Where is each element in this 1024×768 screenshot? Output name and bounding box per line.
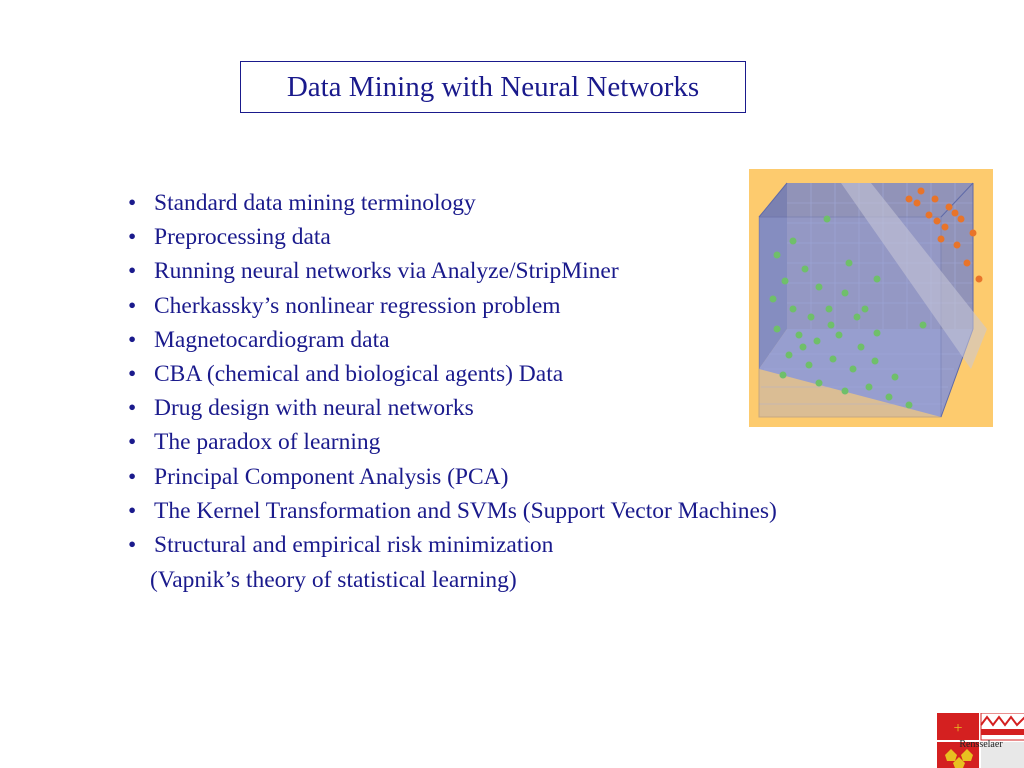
bullet-item: • Running neural networks via Analyze/Str… [128,254,948,288]
separating-plane [841,183,987,369]
bullet-marker: • [128,429,137,456]
cube-left-face [759,183,787,369]
bullet-list: • Standard data mining terminology • Prepr… [128,186,948,562]
bullet-text: The paradox of learning [154,429,381,456]
svg-text:+: + [953,720,962,737]
bullet-item: • Drug design with neural networks [128,391,948,425]
bullet-marker: • [128,258,137,285]
bullet-text: Cherkassky’s nonlinear regression proble… [154,292,561,319]
bullet-text: The Kernel Transformation and SVMs (Supp… [154,497,777,524]
bullet-text: Standard data mining terminology [154,190,476,216]
rensselaer-logo: + Rensselaer [937,713,1024,768]
bullet-text: Magnetocardiogram data [154,326,390,353]
class-a-points [769,215,927,409]
bullet-marker: • [128,292,137,319]
bullet-marker: • [128,497,137,524]
logo-text: Rensselaer [959,739,1003,750]
class-b-points [905,187,983,283]
bullet-marker: • [128,532,137,559]
bullet-continuation: (Vapnik’s theory of statistical learning… [150,567,517,593]
crown-icon [945,749,973,768]
bullet-marker: • [128,190,137,216]
bullet-item: • Standard data mining terminology [128,186,948,220]
bullet-text: Drug design with neural networks [154,395,474,422]
slide-title-box: Data Mining with Neural Networks [240,61,746,113]
slide-title: Data Mining with Neural Networks [286,70,700,103]
bullet-item: • The Kernel Transformation and SVMs (Sup… [128,494,948,528]
bullet-text: CBA (chemical and biological agents) Dat… [154,361,564,388]
bullet-item: • Cherkassky’s nonlinear regression probl… [128,289,948,323]
bullet-marker: • [128,361,137,388]
bullet-text: Principal Component Analysis (PCA) [154,463,509,490]
bullet-marker: • [128,224,137,251]
bullet-item: • The paradox of learning [128,425,948,459]
bullet-text: Structural and empirical risk minimizati… [154,532,554,559]
bullet-text: Running neural networks via Analyze/Stri… [154,258,619,285]
bullet-item: • Preprocessing data [128,220,948,254]
bullet-item: • Magnetocardiogram data [128,323,948,357]
bullet-text: Preprocessing data [154,224,331,251]
bullet-marker: • [128,463,137,490]
bullet-item: • CBA (chemical and biological agents) Da… [128,357,948,391]
bullet-marker: • [128,395,137,422]
bullet-marker: • [128,326,137,353]
cube-floor [759,329,973,417]
bullet-item: • Structural and empirical risk minimizat… [128,528,948,562]
data-cube-figure [749,169,993,427]
bullet-item: • Principal Component Analysis (PCA) [128,460,948,494]
